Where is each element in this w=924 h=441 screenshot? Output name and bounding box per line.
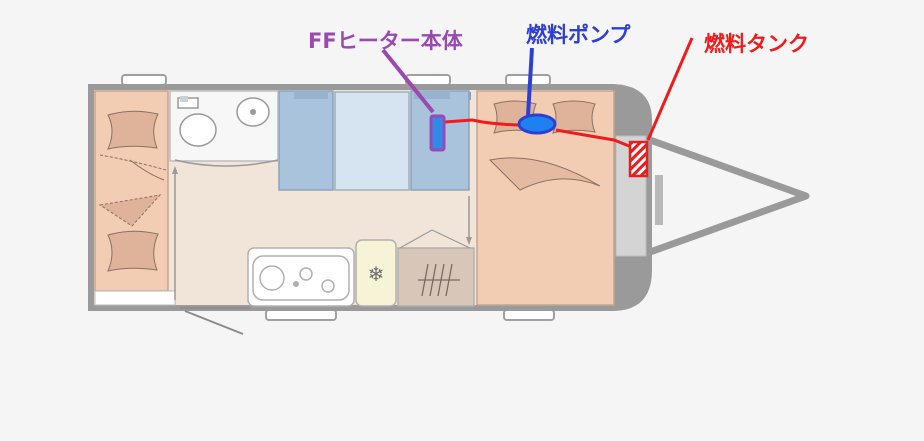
washroom [169, 90, 279, 167]
table [334, 91, 410, 191]
pump-leader-line [526, 47, 534, 117]
fuel-tank-icon [628, 140, 649, 178]
hob-icon [252, 255, 350, 301]
tank-leader-line [646, 37, 694, 141]
drawbar [648, 136, 810, 256]
cupboard [397, 247, 475, 307]
pump-label: 燃料ポンプ [526, 23, 631, 47]
fuel-pump-icon [517, 113, 557, 135]
heater-label: FFヒーター本体 [308, 29, 464, 53]
pillow-icon [107, 110, 159, 150]
tank-label: 燃料タンク [704, 32, 809, 56]
seat-left [278, 90, 334, 191]
heater-leader-line [381, 48, 435, 114]
dinette [278, 90, 478, 192]
blanket-fold [488, 157, 601, 191]
fridge [355, 239, 397, 307]
seat-right [410, 90, 470, 191]
fuel-line [444, 118, 635, 150]
snowflake-icon: ❄ [368, 262, 385, 286]
ff-heater-icon [429, 114, 446, 152]
washbasin-icon [236, 97, 270, 127]
pillow-icon [107, 230, 159, 272]
entry-door [184, 310, 244, 335]
rear-bed [94, 90, 169, 292]
pillow-icon [552, 100, 596, 134]
kitchen: ❄ [247, 229, 475, 307]
window-frames [121, 74, 555, 321]
wardrobe [94, 290, 176, 306]
